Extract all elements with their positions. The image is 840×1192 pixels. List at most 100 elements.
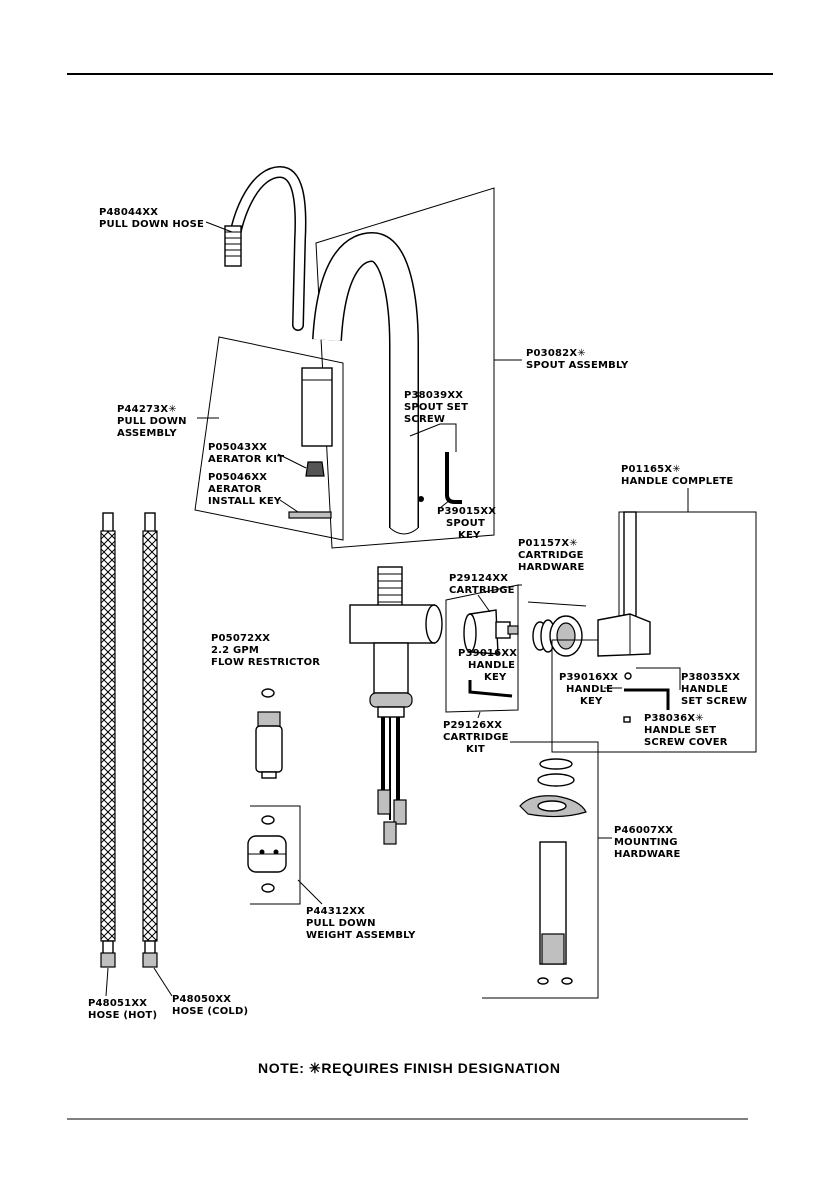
- handle-block: [597, 613, 651, 657]
- pull-down-assembly-outline: [194, 336, 344, 541]
- svg-text:WEIGHT ASSEMBLY: WEIGHT ASSEMBLY: [306, 930, 416, 941]
- svg-text:P05043XX: P05043XX: [208, 442, 267, 453]
- svg-text:HOSE (COLD): HOSE (COLD): [172, 1006, 248, 1017]
- spray-head: [301, 367, 333, 447]
- aerator: [305, 461, 325, 477]
- svg-text:SCREW COVER: SCREW COVER: [644, 737, 728, 748]
- svg-text:HOSE (HOT): HOSE (HOT): [88, 1010, 157, 1021]
- svg-text:SPOUT SET: SPOUT SET: [404, 402, 468, 413]
- svg-text:CARTRIDGE: CARTRIDGE: [518, 550, 584, 561]
- svg-text:KEY: KEY: [484, 672, 507, 683]
- label-spout-assembly: P03082X✳ SPOUT ASSEMBLY: [526, 348, 629, 371]
- svg-text:SPOUT: SPOUT: [446, 518, 485, 529]
- label-handle-set-screw: P38035XX HANDLE SET SCREW: [681, 672, 747, 707]
- svg-text:P38036X✳: P38036X✳: [644, 713, 704, 724]
- svg-text:KEY: KEY: [458, 530, 481, 541]
- svg-text:P44312XX: P44312XX: [306, 906, 365, 917]
- svg-text:P48050XX: P48050XX: [172, 994, 231, 1005]
- svg-text:P03082X✳: P03082X✳: [526, 348, 586, 359]
- svg-text:INSTALL KEY: INSTALL KEY: [208, 496, 282, 507]
- label-handle-complete: P01165X✳ HANDLE COMPLETE: [621, 464, 733, 487]
- svg-text:AERATOR KIT: AERATOR KIT: [208, 454, 284, 465]
- svg-text:MOUNTING: MOUNTING: [614, 837, 678, 848]
- handle-set-screw-cover: [623, 716, 631, 723]
- mounting-hardware-outline: [482, 741, 599, 999]
- pull-down-hose-drawing: [224, 165, 307, 331]
- svg-text:P01157X✳: P01157X✳: [518, 538, 578, 549]
- handle-key: [624, 688, 670, 710]
- svg-text:HARDWARE: HARDWARE: [518, 562, 585, 573]
- svg-text:KEY: KEY: [580, 696, 603, 707]
- svg-text:P29124XX: P29124XX: [449, 573, 508, 584]
- label-flow-restrictor: P05072XX 2.2 GPM FLOW RESTRICTOR: [211, 633, 320, 668]
- svg-text:HANDLE: HANDLE: [681, 684, 728, 695]
- svg-text:P38035XX: P38035XX: [681, 672, 740, 683]
- svg-text:SPOUT ASSEMBLY: SPOUT ASSEMBLY: [526, 360, 629, 371]
- weight-drawing: [247, 815, 287, 893]
- cartridge-hardware-drawing: [532, 615, 583, 657]
- label-cartridge-hardware: P01157X✳ CARTRIDGE HARDWARE: [518, 538, 585, 573]
- handle-lever: [623, 511, 637, 619]
- svg-text:AERATOR: AERATOR: [208, 484, 262, 495]
- label-cartridge-handle-key: P39016XX HANDLE KEY: [458, 648, 517, 683]
- weight-assembly-outline: [250, 805, 301, 905]
- label-aerator-kit: P05043XX AERATOR KIT: [208, 442, 284, 465]
- svg-text:P39015XX: P39015XX: [437, 506, 496, 517]
- spout-drawing: [312, 231, 419, 535]
- svg-text:ASSEMBLY: ASSEMBLY: [117, 428, 177, 439]
- svg-text:KIT: KIT: [466, 744, 485, 755]
- mounting-hardware-drawing: [519, 758, 587, 985]
- label-mounting-hardware: P46007XX MOUNTING HARDWARE: [614, 825, 681, 860]
- svg-text:CARTRIDGE: CARTRIDGE: [449, 585, 515, 596]
- label-pull-down-hose: P48044XX PULL DOWN HOSE: [99, 207, 204, 230]
- svg-text:P05046XX: P05046XX: [208, 472, 267, 483]
- svg-text:HANDLE: HANDLE: [566, 684, 613, 695]
- svg-text:P01165X✳: P01165X✳: [621, 464, 681, 475]
- svg-text:CARTRIDGE: CARTRIDGE: [443, 732, 509, 743]
- svg-text:2.2 GPM: 2.2 GPM: [211, 645, 259, 656]
- label-pull-down-assembly: P44273X✳ PULL DOWN ASSEMBLY: [117, 404, 187, 439]
- svg-text:SET SCREW: SET SCREW: [681, 696, 747, 707]
- svg-text:SCREW: SCREW: [404, 414, 445, 425]
- svg-text:HARDWARE: HARDWARE: [614, 849, 681, 860]
- svg-text:P39016XX: P39016XX: [458, 648, 517, 659]
- svg-text:HANDLE: HANDLE: [468, 660, 515, 671]
- svg-text:P48044XX: P48044XX: [99, 207, 158, 218]
- cartridge-handle-key: [468, 680, 513, 698]
- cartridge-kit-outline: [445, 584, 519, 713]
- label-hose-cold: P48050XX HOSE (COLD): [172, 994, 248, 1017]
- label-cartridge: P29124XX CARTRIDGE: [449, 573, 515, 596]
- cold-supply-hose-drawing: [142, 512, 158, 968]
- flow-restrictor-drawing: [255, 688, 283, 779]
- svg-text:P46007XX: P46007XX: [614, 825, 673, 836]
- finish-designation-note: NOTE: ✳REQUIRES FINISH DESIGNATION: [258, 1060, 561, 1076]
- label-handle-set-screw-cover: P38036X✳ HANDLE SET SCREW COVER: [644, 713, 728, 748]
- svg-text:PULL DOWN: PULL DOWN: [117, 416, 187, 427]
- svg-text:FLOW RESTRICTOR: FLOW RESTRICTOR: [211, 657, 320, 668]
- label-hose-hot: P48051XX HOSE (HOT): [88, 998, 157, 1021]
- svg-text:P38039XX: P38039XX: [404, 390, 463, 401]
- svg-text:P39016XX: P39016XX: [559, 672, 618, 683]
- spout-key: [445, 452, 462, 504]
- svg-text:HANDLE SET: HANDLE SET: [644, 725, 716, 736]
- svg-text:P48051XX: P48051XX: [88, 998, 147, 1009]
- label-aerator-install-key: P05046XX AERATOR INSTALL KEY: [208, 472, 282, 507]
- svg-text:P05072XX: P05072XX: [211, 633, 270, 644]
- label-cartridge-kit: P29126XX CARTRIDGE KIT: [443, 720, 509, 755]
- aerator-install-key: [288, 511, 332, 519]
- label-weight-assembly: P44312XX PULL DOWN WEIGHT ASSEMBLY: [306, 906, 416, 941]
- handle-set-screw: [624, 672, 632, 680]
- hot-supply-hose-drawing: [100, 512, 116, 968]
- svg-text:HANDLE COMPLETE: HANDLE COMPLETE: [621, 476, 733, 487]
- label-handle-key: P39016XX HANDLE KEY: [559, 672, 618, 707]
- spout-set-screw: [418, 496, 424, 502]
- svg-text:PULL DOWN: PULL DOWN: [306, 918, 376, 929]
- svg-text:PULL DOWN HOSE: PULL DOWN HOSE: [99, 219, 204, 230]
- valve-body-drawing: [349, 566, 443, 845]
- svg-text:P29126XX: P29126XX: [443, 720, 502, 731]
- svg-text:P44273X✳: P44273X✳: [117, 404, 177, 415]
- label-spout-key: P39015XX SPOUT KEY: [437, 506, 496, 541]
- label-spout-set-screw: P38039XX SPOUT SET SCREW: [404, 390, 468, 425]
